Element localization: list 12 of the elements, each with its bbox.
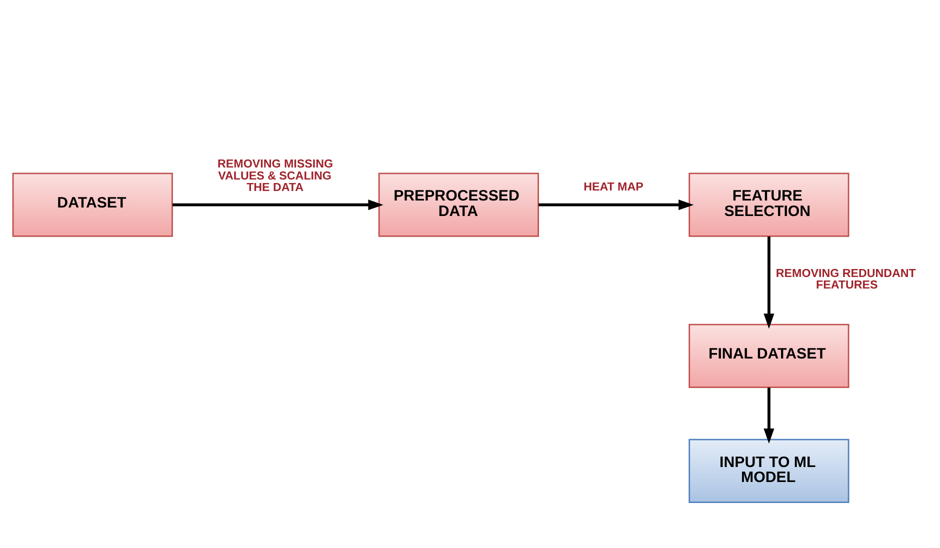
edge-label: REMOVING MISSING VALUES & SCALING THE DATA <box>218 158 334 194</box>
arrow <box>172 200 384 210</box>
node-box: INPUT TO ML MODEL <box>688 438 850 504</box>
node-box: DATASET <box>12 172 173 237</box>
node-box: FINAL DATASET <box>688 324 850 388</box>
edge-label: REMOVING REDUNDANT FEATURES <box>776 266 916 292</box>
arrow <box>538 200 694 210</box>
node-box: FEATURE SELECTION <box>688 172 850 237</box>
arrow <box>764 236 774 329</box>
edge-label: HEAT MAP <box>584 180 644 194</box>
node-box: PREPROCESSED DATA <box>378 172 539 237</box>
arrow <box>764 388 774 444</box>
